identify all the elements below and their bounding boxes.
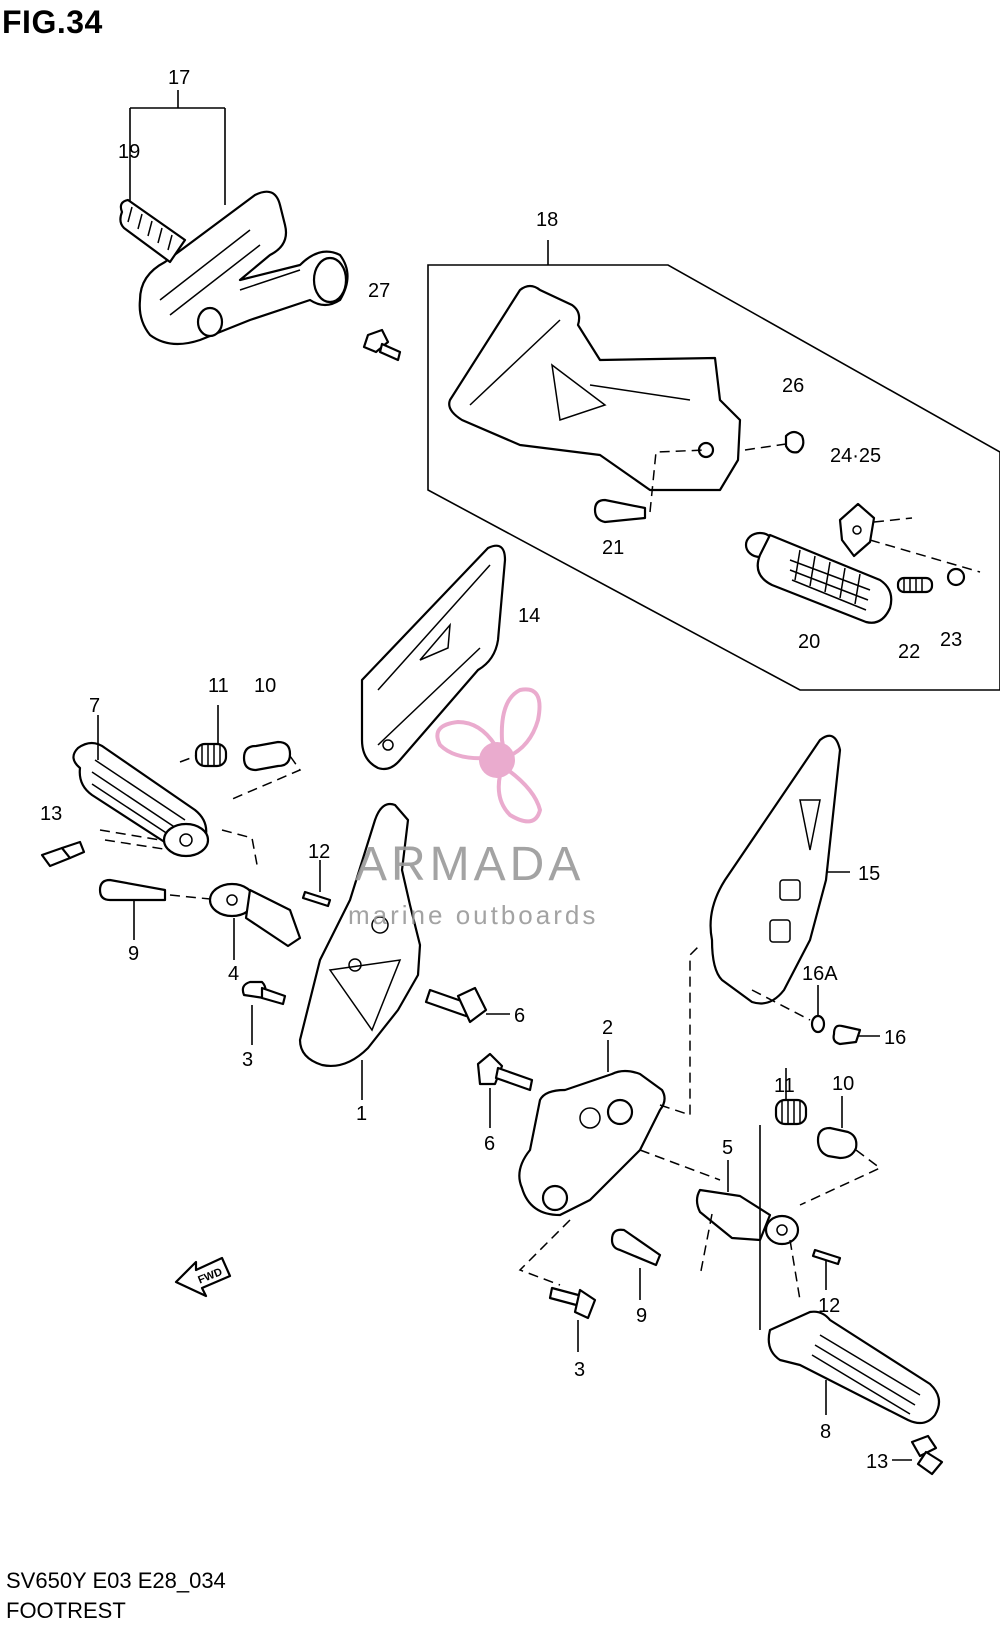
- footrest-peg-19: [119, 198, 187, 264]
- callout-2: 2: [602, 1017, 613, 1039]
- callout-12-left: 12: [308, 841, 330, 863]
- callout-3-right: 3: [574, 1359, 585, 1381]
- callout-16A: 16A: [802, 963, 838, 985]
- cotter-pin-12-left: [301, 860, 332, 908]
- callout-10-left: 10: [254, 675, 276, 697]
- callout-10-right: 10: [832, 1073, 854, 1095]
- bolt-3-left: [241, 980, 287, 1045]
- footrest-peg-8: [759, 1125, 941, 1425]
- spring-11-right: [774, 1068, 808, 1126]
- footrest-bracket-1: [298, 802, 422, 1100]
- bolt-13-left: [40, 840, 86, 868]
- footrest-bracket-assembly-17: [129, 90, 349, 346]
- section-name: FOOTREST: [6, 1598, 126, 1623]
- callout-6-upper: 6: [514, 1005, 525, 1027]
- washer-16A: [751, 985, 826, 1034]
- callout-11-left: 11: [208, 675, 229, 697]
- callout-11-right: 11: [774, 1075, 795, 1097]
- optional-footrest-kit-18: [427, 240, 1000, 691]
- ball-23: [946, 567, 966, 587]
- callout-20: 20: [798, 631, 820, 653]
- callout-18: 18: [536, 209, 558, 231]
- cotter-pin-12-right: [811, 1248, 842, 1290]
- bolt-21: [593, 449, 707, 524]
- pin-9-left: [98, 878, 221, 940]
- callout-12-right: 12: [818, 1295, 840, 1317]
- callout-7: 7: [89, 695, 100, 717]
- callout-14: 14: [518, 605, 540, 627]
- watermark-brand: ARMADA: [355, 838, 584, 891]
- callout-9-left: 9: [128, 943, 139, 965]
- bolt-6-lower: [476, 1052, 534, 1128]
- callout-27: 27: [368, 280, 390, 302]
- pin-9-right: [610, 1228, 662, 1300]
- callout-9-right: 9: [636, 1305, 647, 1327]
- watermark-tagline: marine outboards: [348, 900, 598, 930]
- footrest-holder-4: [208, 829, 302, 960]
- plate-24-25: [838, 502, 981, 573]
- callout-13-left: 13: [40, 803, 62, 825]
- heel-guard-15: [709, 734, 850, 1005]
- callout-8: 8: [820, 1421, 831, 1443]
- bolt-13-right: [892, 1434, 944, 1476]
- ball-10-left: [179, 740, 302, 801]
- callout-23: 23: [940, 629, 962, 651]
- propeller-icon: [435, 687, 543, 824]
- model-code: SV650Y E03 E28_034: [6, 1568, 226, 1593]
- bolt-6-upper: [424, 986, 510, 1024]
- figure-title: FIG.34: [2, 4, 103, 40]
- footrest-holder-5: [695, 1160, 800, 1277]
- callout-21: 21: [602, 537, 624, 559]
- footrest-bracket-2: [518, 944, 721, 1286]
- callout-24-25: 24·25: [830, 445, 881, 467]
- callout-22: 22: [898, 641, 920, 663]
- callout-13-right: 13: [866, 1451, 888, 1473]
- callout-16: 16: [884, 1027, 906, 1049]
- callout-26: 26: [782, 375, 804, 397]
- bolt-16: [832, 1024, 880, 1046]
- callout-5: 5: [722, 1137, 733, 1159]
- callout-4: 4: [228, 963, 239, 985]
- heel-guard-14: [360, 544, 507, 771]
- bolt-3-right: [548, 1286, 597, 1352]
- forward-arrow-icon: FWD: [174, 1256, 232, 1298]
- callout-3-left: 3: [242, 1049, 253, 1071]
- watermark-logo: ARMADA marine outboards: [348, 687, 598, 930]
- circlip-26: [744, 430, 805, 454]
- callout-17: 17: [168, 67, 190, 89]
- callout-15: 15: [858, 863, 880, 885]
- callout-1: 1: [356, 1103, 367, 1125]
- footrest-peg-7: [72, 715, 210, 858]
- bolt-27: [362, 328, 402, 362]
- ball-10-right: [799, 1096, 882, 1206]
- spring-22: [896, 576, 934, 594]
- spring-11-left: [194, 705, 228, 768]
- callout-6-lower: 6: [484, 1133, 495, 1155]
- rear-bracket-18: [448, 284, 742, 492]
- footrest-peg-20: [744, 531, 893, 624]
- callout-19: 19: [118, 141, 140, 163]
